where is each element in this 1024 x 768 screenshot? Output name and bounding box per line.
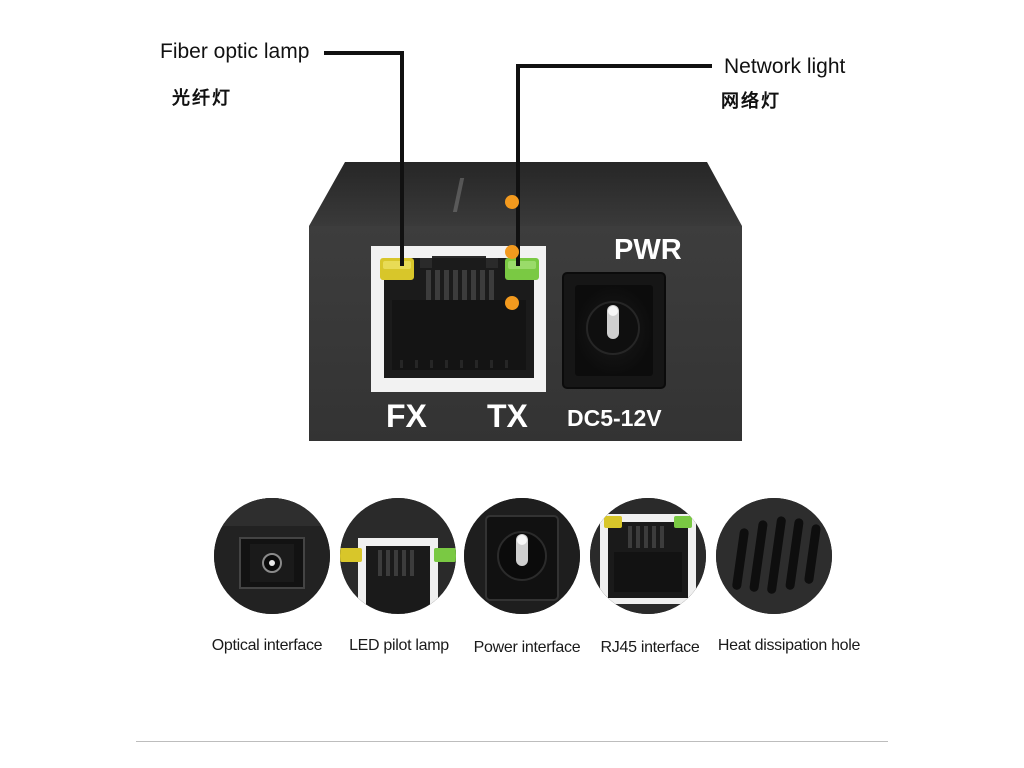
network-light-zh-label: 网络灯 — [721, 91, 781, 112]
rj45-port — [371, 246, 546, 392]
fiber-optic-lamp-label: Fiber optic lamp — [160, 40, 310, 63]
fiber-optic-lamp-zh-label: 光纤灯 — [172, 88, 232, 109]
top-engraving — [452, 178, 465, 212]
caption-optical-interface: Optical interface — [211, 637, 323, 654]
device-illustration — [309, 51, 742, 441]
fx-port-label: FX — [386, 398, 427, 434]
power-interface-thumb — [464, 498, 580, 614]
led-pilot-lamp-thumb — [340, 498, 456, 614]
caption-led-pilot-lamp: LED pilot lamp — [349, 637, 449, 654]
rj45-interface-thumb — [590, 498, 706, 614]
dc-power-jack-icon — [464, 498, 580, 614]
heat-dissipation-thumb — [716, 498, 832, 614]
pwr-label: PWR — [614, 234, 682, 266]
bottom-divider — [136, 741, 888, 742]
optical-interface-thumb — [214, 498, 330, 614]
dc-power-jack — [562, 272, 666, 389]
network-light-label: Network light — [724, 55, 846, 78]
led-indicator-icon — [340, 498, 456, 614]
tx-port-label: TX — [487, 398, 528, 434]
caption-power-interface: Power interface — [473, 639, 581, 656]
device-top-face — [309, 162, 742, 226]
vent-slots-icon — [716, 498, 832, 614]
caption-rj45-interface: RJ45 interface — [600, 639, 700, 656]
sc-optical-port-icon — [214, 498, 330, 614]
orange-markers — [505, 195, 519, 310]
dc-voltage-label: DC5-12V — [567, 405, 662, 431]
rj45-port-icon — [590, 498, 706, 614]
caption-heat-dissipation-hole: Heat dissipation hole — [717, 637, 861, 654]
